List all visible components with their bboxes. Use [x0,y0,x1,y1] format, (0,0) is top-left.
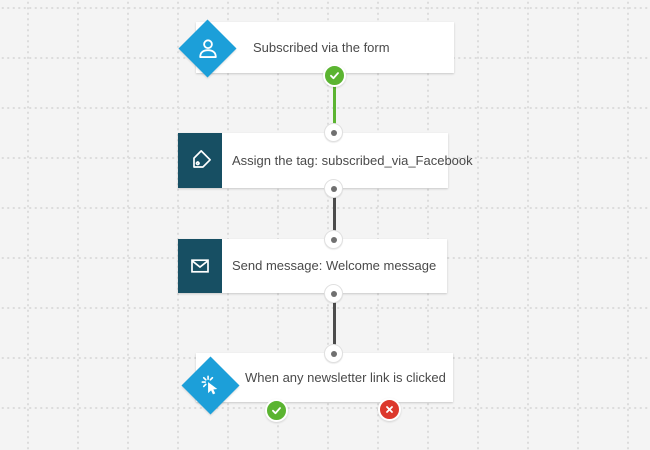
tag-icon [193,149,211,168]
connection-port[interactable] [324,123,343,142]
connection-port[interactable] [324,230,343,249]
check-icon [272,407,281,415]
connector-line-positive [333,76,336,133]
x-icon [386,406,393,413]
positive-port-badge[interactable] [265,399,288,422]
node-label: Send message: Welcome message [232,258,437,274]
connection-port[interactable] [324,344,343,363]
envelope-icon [191,259,209,273]
node-label: Subscribed via the form [253,39,390,55]
workflow-node-link-clicked[interactable]: When any newsletter link is clicked [196,353,453,402]
node-label: When any newsletter link is clicked [245,369,446,385]
action-icon-square [178,239,222,293]
connector-line [333,188,336,239]
action-icon-square [178,133,222,188]
connector-line [333,293,336,353]
click-icon [198,372,224,398]
connection-port[interactable] [324,284,343,303]
workflow-node-send-message[interactable]: Send message: Welcome message [178,239,447,293]
user-icon [195,36,221,62]
connection-port[interactable] [324,179,343,198]
workflow-node-assign-tag[interactable]: Assign the tag: subscribed_via_Facebook [178,133,473,188]
positive-port-badge[interactable] [323,64,346,87]
workflow-node-subscribed-via-form[interactable]: Subscribed via the form [196,22,454,73]
negative-port-badge[interactable] [378,398,401,421]
check-icon [330,72,339,80]
node-label: Assign the tag: subscribed_via_Facebook [232,152,473,168]
